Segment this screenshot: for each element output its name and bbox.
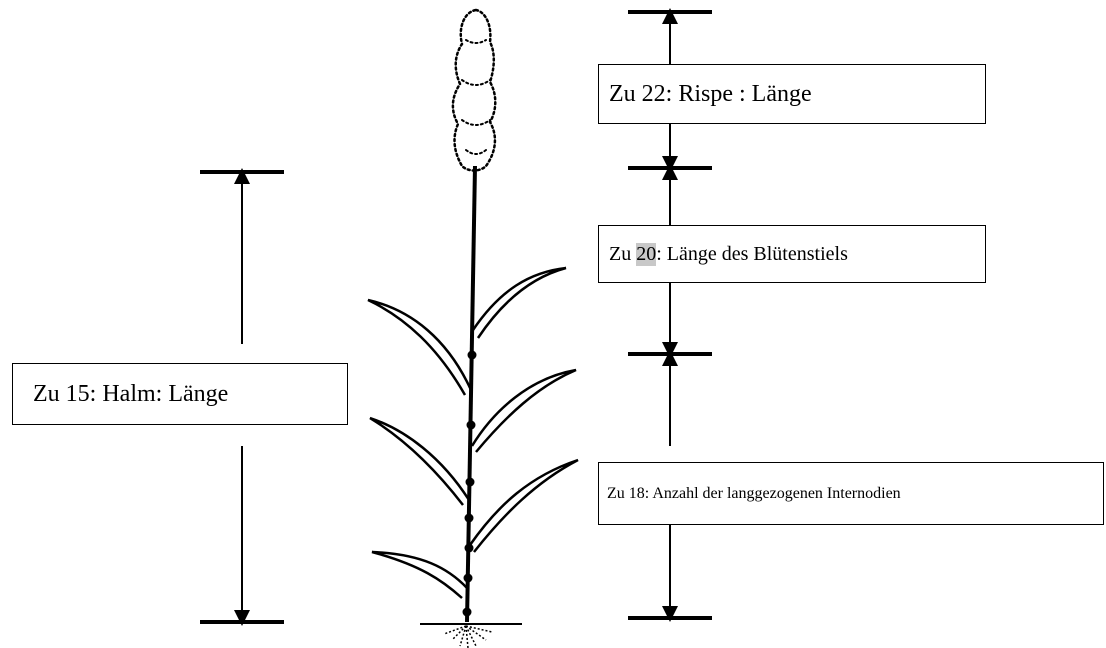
leaf-left-1 [368, 300, 471, 395]
leaf-left-3 [372, 552, 467, 598]
label-inter-text: Zu 18: Anzahl der langgezogenen Internod… [607, 485, 901, 503]
grass-plant-illustration [368, 10, 578, 648]
label-rispe-text: Zu 22: Rispe : Länge [609, 81, 812, 108]
label-halm-text: Zu 15: Halm: Länge [33, 381, 228, 408]
roots [444, 626, 492, 648]
label-stiel-number: 20 [636, 243, 656, 266]
label-rispe-length: Zu 22: Rispe : Länge [598, 64, 986, 124]
leaf-left-2 [370, 418, 469, 505]
label-stiel-prefix: Zu [609, 243, 636, 266]
label-internodes-count: Zu 18: Anzahl der langgezogenen Internod… [598, 462, 1104, 525]
leaf-right-1 [473, 268, 566, 338]
panicle-outline [453, 10, 495, 171]
label-stiel-length: Zu 20: Länge des Blütenstiels [598, 225, 986, 283]
stem [467, 166, 475, 622]
label-halm-length: Zu 15: Halm: Länge [12, 363, 348, 425]
label-stiel-suffix: : Länge des Blütenstiels [656, 243, 848, 266]
leaf-right-2 [472, 370, 576, 452]
leaf-right-3 [470, 460, 578, 552]
